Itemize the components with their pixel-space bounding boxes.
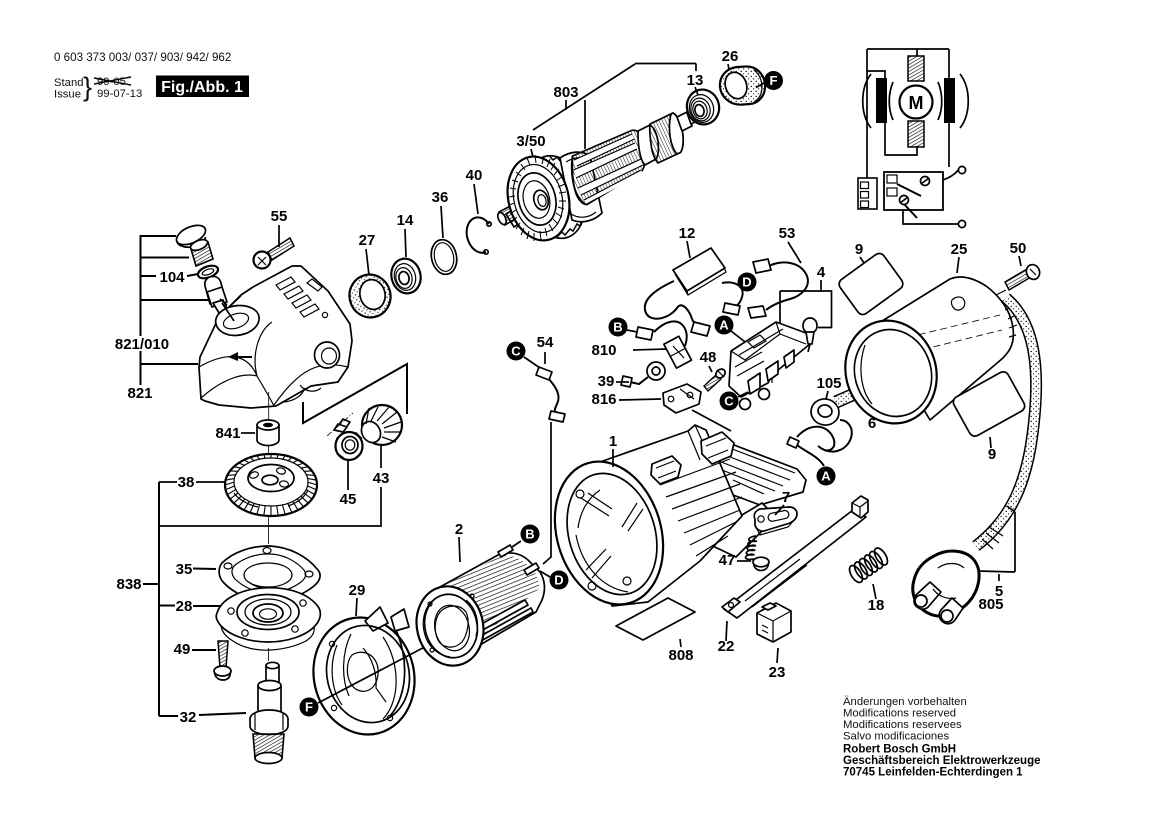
svg-text:M: M	[909, 93, 924, 113]
svg-text:14: 14	[397, 212, 414, 229]
svg-text:821: 821	[127, 385, 152, 402]
svg-text:2: 2	[455, 521, 463, 538]
svg-text:A: A	[719, 318, 729, 333]
svg-text:40: 40	[466, 167, 483, 184]
svg-text:D: D	[742, 275, 751, 290]
svg-text:B: B	[613, 320, 622, 335]
svg-text:Salvo modificaciones: Salvo modificaciones	[843, 731, 949, 743]
svg-text:6: 6	[868, 415, 876, 432]
svg-text:F: F	[770, 73, 778, 88]
svg-text:803: 803	[553, 84, 578, 101]
svg-text:9: 9	[988, 446, 996, 463]
svg-text:18: 18	[868, 597, 885, 614]
svg-text:1: 1	[609, 433, 617, 450]
svg-text:99-07-13: 99-07-13	[97, 88, 142, 100]
svg-text:25: 25	[951, 241, 968, 258]
svg-text:808: 808	[668, 647, 693, 664]
svg-text:Modifications reserved: Modifications reserved	[843, 708, 956, 720]
svg-text:54: 54	[537, 334, 554, 351]
svg-text:38: 38	[178, 474, 195, 491]
svg-text:104: 104	[159, 269, 185, 286]
svg-text:805: 805	[978, 596, 1003, 613]
svg-text:3/50: 3/50	[516, 133, 545, 150]
svg-text:821/010: 821/010	[115, 336, 169, 353]
svg-text:47: 47	[719, 552, 736, 569]
svg-text:F: F	[305, 700, 313, 715]
svg-text:12: 12	[679, 225, 696, 242]
svg-text:810: 810	[591, 342, 616, 359]
svg-text:}: }	[83, 72, 92, 102]
svg-text:0 603 373 003/ 037/ 903/ 942/: 0 603 373 003/ 037/ 903/ 942/ 962	[54, 51, 231, 64]
svg-text:43: 43	[373, 470, 390, 487]
svg-text:Robert Bosch GmbH: Robert Bosch GmbH	[843, 744, 956, 756]
svg-text:27: 27	[359, 232, 376, 249]
svg-text:Modifications reservees: Modifications reservees	[843, 719, 962, 731]
svg-text:26: 26	[722, 48, 739, 65]
svg-text:Geschäftsbereich Elektrowerkze: Geschäftsbereich Elektrowerkzeuge	[843, 755, 1041, 767]
svg-text:Stand: Stand	[54, 77, 84, 89]
svg-text:B: B	[525, 527, 534, 542]
svg-text:50: 50	[1010, 240, 1027, 257]
svg-text:36: 36	[432, 189, 449, 206]
svg-text:48: 48	[700, 349, 717, 366]
svg-text:838: 838	[116, 576, 141, 593]
svg-text:70745 Leinfelden-Echterdingen: 70745 Leinfelden-Echterdingen 1	[843, 767, 1023, 779]
svg-text:816: 816	[591, 391, 616, 408]
svg-text:13: 13	[687, 72, 704, 89]
svg-text:C: C	[724, 394, 734, 409]
svg-text:7: 7	[782, 489, 790, 506]
svg-text:49: 49	[174, 641, 191, 658]
svg-text:105: 105	[816, 375, 841, 392]
svg-text:4: 4	[817, 264, 826, 281]
svg-text:35: 35	[176, 561, 193, 578]
svg-text:45: 45	[340, 491, 357, 508]
svg-text:55: 55	[271, 208, 288, 225]
svg-text:D: D	[554, 573, 563, 588]
svg-text:Fig./Abb. 1: Fig./Abb. 1	[161, 79, 243, 96]
svg-text:53: 53	[779, 225, 796, 242]
svg-text:Änderungen vorbehalten: Änderungen vorbehalten	[843, 696, 967, 708]
svg-text:28: 28	[176, 598, 193, 615]
svg-text:841: 841	[215, 425, 240, 442]
svg-text:5: 5	[995, 583, 1003, 600]
svg-text:32: 32	[180, 709, 197, 726]
svg-text:9: 9	[855, 241, 863, 258]
svg-text:C: C	[511, 344, 521, 359]
svg-text:22: 22	[718, 638, 735, 655]
svg-text:A: A	[821, 469, 831, 484]
svg-text:29: 29	[349, 582, 366, 599]
svg-text:Issue: Issue	[54, 89, 81, 101]
svg-text:23: 23	[769, 664, 786, 681]
svg-text:39: 39	[598, 373, 615, 390]
